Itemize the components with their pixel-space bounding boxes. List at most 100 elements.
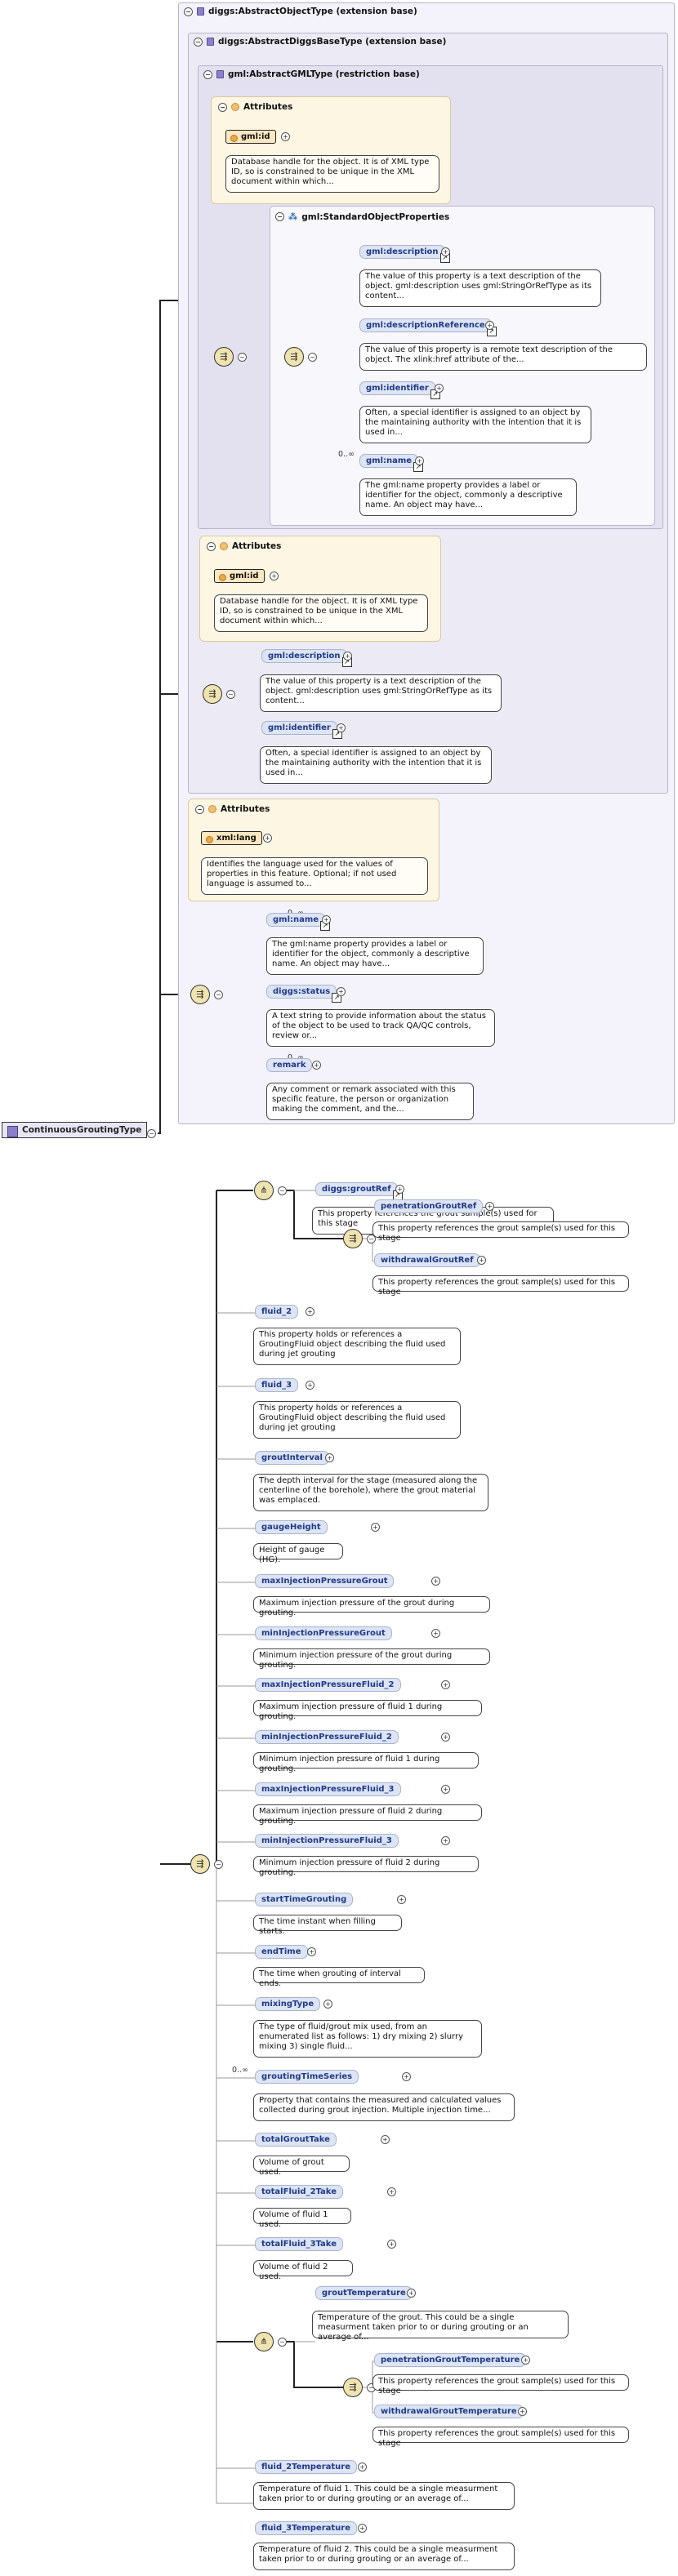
expand-toggle[interactable]: +: [431, 1629, 440, 1638]
element-fluid-2-temperature[interactable]: fluid_2Temperature: [255, 2460, 358, 2474]
expand-toggle[interactable]: +: [322, 915, 331, 924]
element-min-injection-pressure-fluid-3[interactable]: minInjectionPressureFluid_3: [255, 1834, 399, 1848]
expand-toggle[interactable]: −: [278, 2338, 287, 2347]
element-max-injection-pressure-fluid-3[interactable]: maxInjectionPressureFluid_3: [255, 1782, 401, 1796]
expand-toggle[interactable]: −: [214, 1860, 223, 1869]
collapse-toggle[interactable]: −: [203, 69, 212, 79]
element-remark[interactable]: remark: [266, 1058, 313, 1072]
expand-toggle[interactable]: −: [147, 1129, 156, 1138]
element-total-fluid-2-take[interactable]: totalFluid_2Take: [255, 2185, 343, 2199]
element-gml-name[interactable]: gml:name: [266, 913, 331, 931]
element-grout-interval[interactable]: groutInterval: [255, 1451, 329, 1465]
element-doc: The value of this property is a remote t…: [359, 343, 647, 371]
expand-toggle[interactable]: +: [323, 2000, 332, 2009]
element-penetration-grout-ref[interactable]: penetrationGroutRef: [374, 1199, 484, 1213]
element-mixing-type[interactable]: mixingType: [255, 1997, 321, 2011]
expand-toggle[interactable]: +: [358, 2524, 367, 2533]
expand-toggle[interactable]: +: [325, 1453, 334, 1462]
collapse-toggle[interactable]: −: [275, 212, 284, 221]
collapse-toggle[interactable]: −: [184, 7, 193, 16]
collapse-toggle[interactable]: −: [195, 804, 204, 814]
element-gauge-height[interactable]: gaugeHeight: [255, 1520, 328, 1534]
expand-toggle[interactable]: +: [387, 2187, 396, 2196]
expand-toggle[interactable]: +: [381, 2135, 390, 2144]
collapse-toggle[interactable]: −: [194, 37, 203, 47]
element-end-time[interactable]: endTime: [255, 1945, 308, 1959]
element-total-fluid-3-take[interactable]: totalFluid_3Take: [255, 2237, 343, 2251]
expand-toggle[interactable]: +: [441, 1785, 450, 1794]
expand-toggle[interactable]: −: [238, 353, 247, 362]
expand-toggle[interactable]: +: [337, 987, 346, 996]
element-withdrawal-grout-temperature[interactable]: withdrawalGroutTemperature: [374, 2405, 524, 2418]
element-gml-identifier[interactable]: gml:identifier: [261, 721, 342, 739]
expand-toggle[interactable]: +: [441, 1836, 450, 1845]
expand-toggle[interactable]: +: [337, 723, 346, 732]
element-min-injection-pressure-grout[interactable]: minInjectionPressureGrout: [255, 1626, 392, 1640]
element-grout-temperature[interactable]: groutTemperature: [315, 2286, 413, 2300]
expand-toggle[interactable]: +: [306, 1381, 314, 1390]
element-max-injection-pressure-fluid-2[interactable]: maxInjectionPressureFluid_2: [255, 1678, 401, 1692]
sequence-compositor-icon: ⇶: [343, 2378, 363, 2397]
root-type[interactable]: ContinuousGroutingType: [2, 1122, 148, 1138]
sequence-compositor-icon: ⇶: [203, 684, 222, 704]
expand-toggle[interactable]: +: [477, 1256, 486, 1265]
attribute-gml-id[interactable]: gml:id: [225, 130, 276, 144]
expand-toggle[interactable]: +: [518, 2407, 527, 2416]
expand-toggle[interactable]: +: [402, 2072, 411, 2081]
expand-toggle[interactable]: −: [278, 1186, 287, 1195]
element-withdrawal-grout-ref[interactable]: withdrawalGroutRef: [374, 1253, 480, 1267]
sequence-compositor-icon: ⇶: [190, 1854, 210, 1874]
expand-toggle[interactable]: −: [214, 990, 223, 999]
element-gml-description[interactable]: gml:description: [261, 649, 352, 667]
expand-toggle[interactable]: −: [226, 690, 235, 699]
expand-toggle[interactable]: +: [407, 2289, 416, 2298]
attribute-xml-lang[interactable]: xml:lang: [201, 831, 262, 845]
element-max-injection-pressure-grout[interactable]: maxInjectionPressureGrout: [255, 1574, 395, 1588]
expand-toggle[interactable]: +: [397, 1895, 406, 1904]
expand-toggle[interactable]: +: [485, 321, 494, 330]
element-penetration-grout-temperature[interactable]: penetrationGroutTemperature: [374, 2353, 527, 2367]
collapse-toggle[interactable]: −: [218, 102, 227, 112]
expand-toggle[interactable]: +: [371, 1523, 380, 1532]
expand-toggle[interactable]: +: [281, 132, 290, 141]
element-fluid-2[interactable]: fluid_2: [255, 1305, 299, 1319]
attribute-gml-id[interactable]: gml:id: [214, 569, 265, 583]
expand-toggle[interactable]: +: [415, 456, 424, 465]
element-gml-identifier[interactable]: gml:identifier: [359, 381, 440, 399]
expand-toggle[interactable]: −: [308, 353, 317, 362]
expand-toggle[interactable]: +: [343, 652, 352, 661]
element-grouting-time-series[interactable]: groutingTimeSeries: [255, 2070, 359, 2084]
element-doc: The gml:name property provides a label o…: [266, 937, 484, 975]
expand-toggle[interactable]: +: [358, 2463, 367, 2471]
attributes-heading: Attributes: [232, 541, 282, 551]
element-gml-name[interactable]: gml:name: [359, 454, 424, 472]
expand-toggle[interactable]: −: [367, 1235, 376, 1244]
expand-toggle[interactable]: +: [431, 1577, 440, 1586]
expand-toggle[interactable]: +: [312, 1061, 321, 1070]
expand-toggle[interactable]: +: [441, 247, 450, 256]
element-fluid-3-temperature[interactable]: fluid_3Temperature: [255, 2521, 358, 2535]
expand-toggle[interactable]: +: [306, 1307, 314, 1316]
element-diggs-groutref[interactable]: diggs:groutRef: [315, 1182, 403, 1200]
expand-toggle[interactable]: +: [435, 384, 444, 393]
expand-toggle[interactable]: +: [441, 1733, 450, 1742]
element-min-injection-pressure-fluid-2[interactable]: minInjectionPressureFluid_2: [255, 1730, 399, 1744]
expand-toggle[interactable]: +: [521, 2356, 530, 2365]
element-gml-description-reference[interactable]: gml:descriptionReference: [359, 318, 497, 336]
element-total-grout-take[interactable]: totalGroutTake: [255, 2133, 337, 2147]
expand-toggle[interactable]: +: [395, 1185, 404, 1194]
expand-toggle[interactable]: +: [263, 834, 272, 843]
expand-toggle[interactable]: +: [387, 2240, 396, 2249]
element-start-time-grouting[interactable]: startTimeGrouting: [255, 1893, 354, 1906]
element-doc: A text string to provide information abo…: [266, 1009, 495, 1047]
element-doc: The time when grouting of interval ends.: [253, 1967, 425, 1988]
expand-toggle[interactable]: +: [270, 572, 279, 581]
expand-toggle[interactable]: +: [485, 1202, 494, 1211]
collapse-toggle[interactable]: −: [207, 541, 216, 551]
element-doc: Minimum injection pressure of fluid 1 du…: [253, 1752, 479, 1773]
element-diggs-status[interactable]: diggs:status: [266, 985, 342, 1003]
expand-toggle[interactable]: +: [441, 1680, 450, 1689]
element-fluid-3[interactable]: fluid_3: [255, 1378, 299, 1392]
element-gml-description[interactable]: gml:description: [359, 245, 450, 263]
expand-toggle[interactable]: +: [307, 1947, 316, 1956]
